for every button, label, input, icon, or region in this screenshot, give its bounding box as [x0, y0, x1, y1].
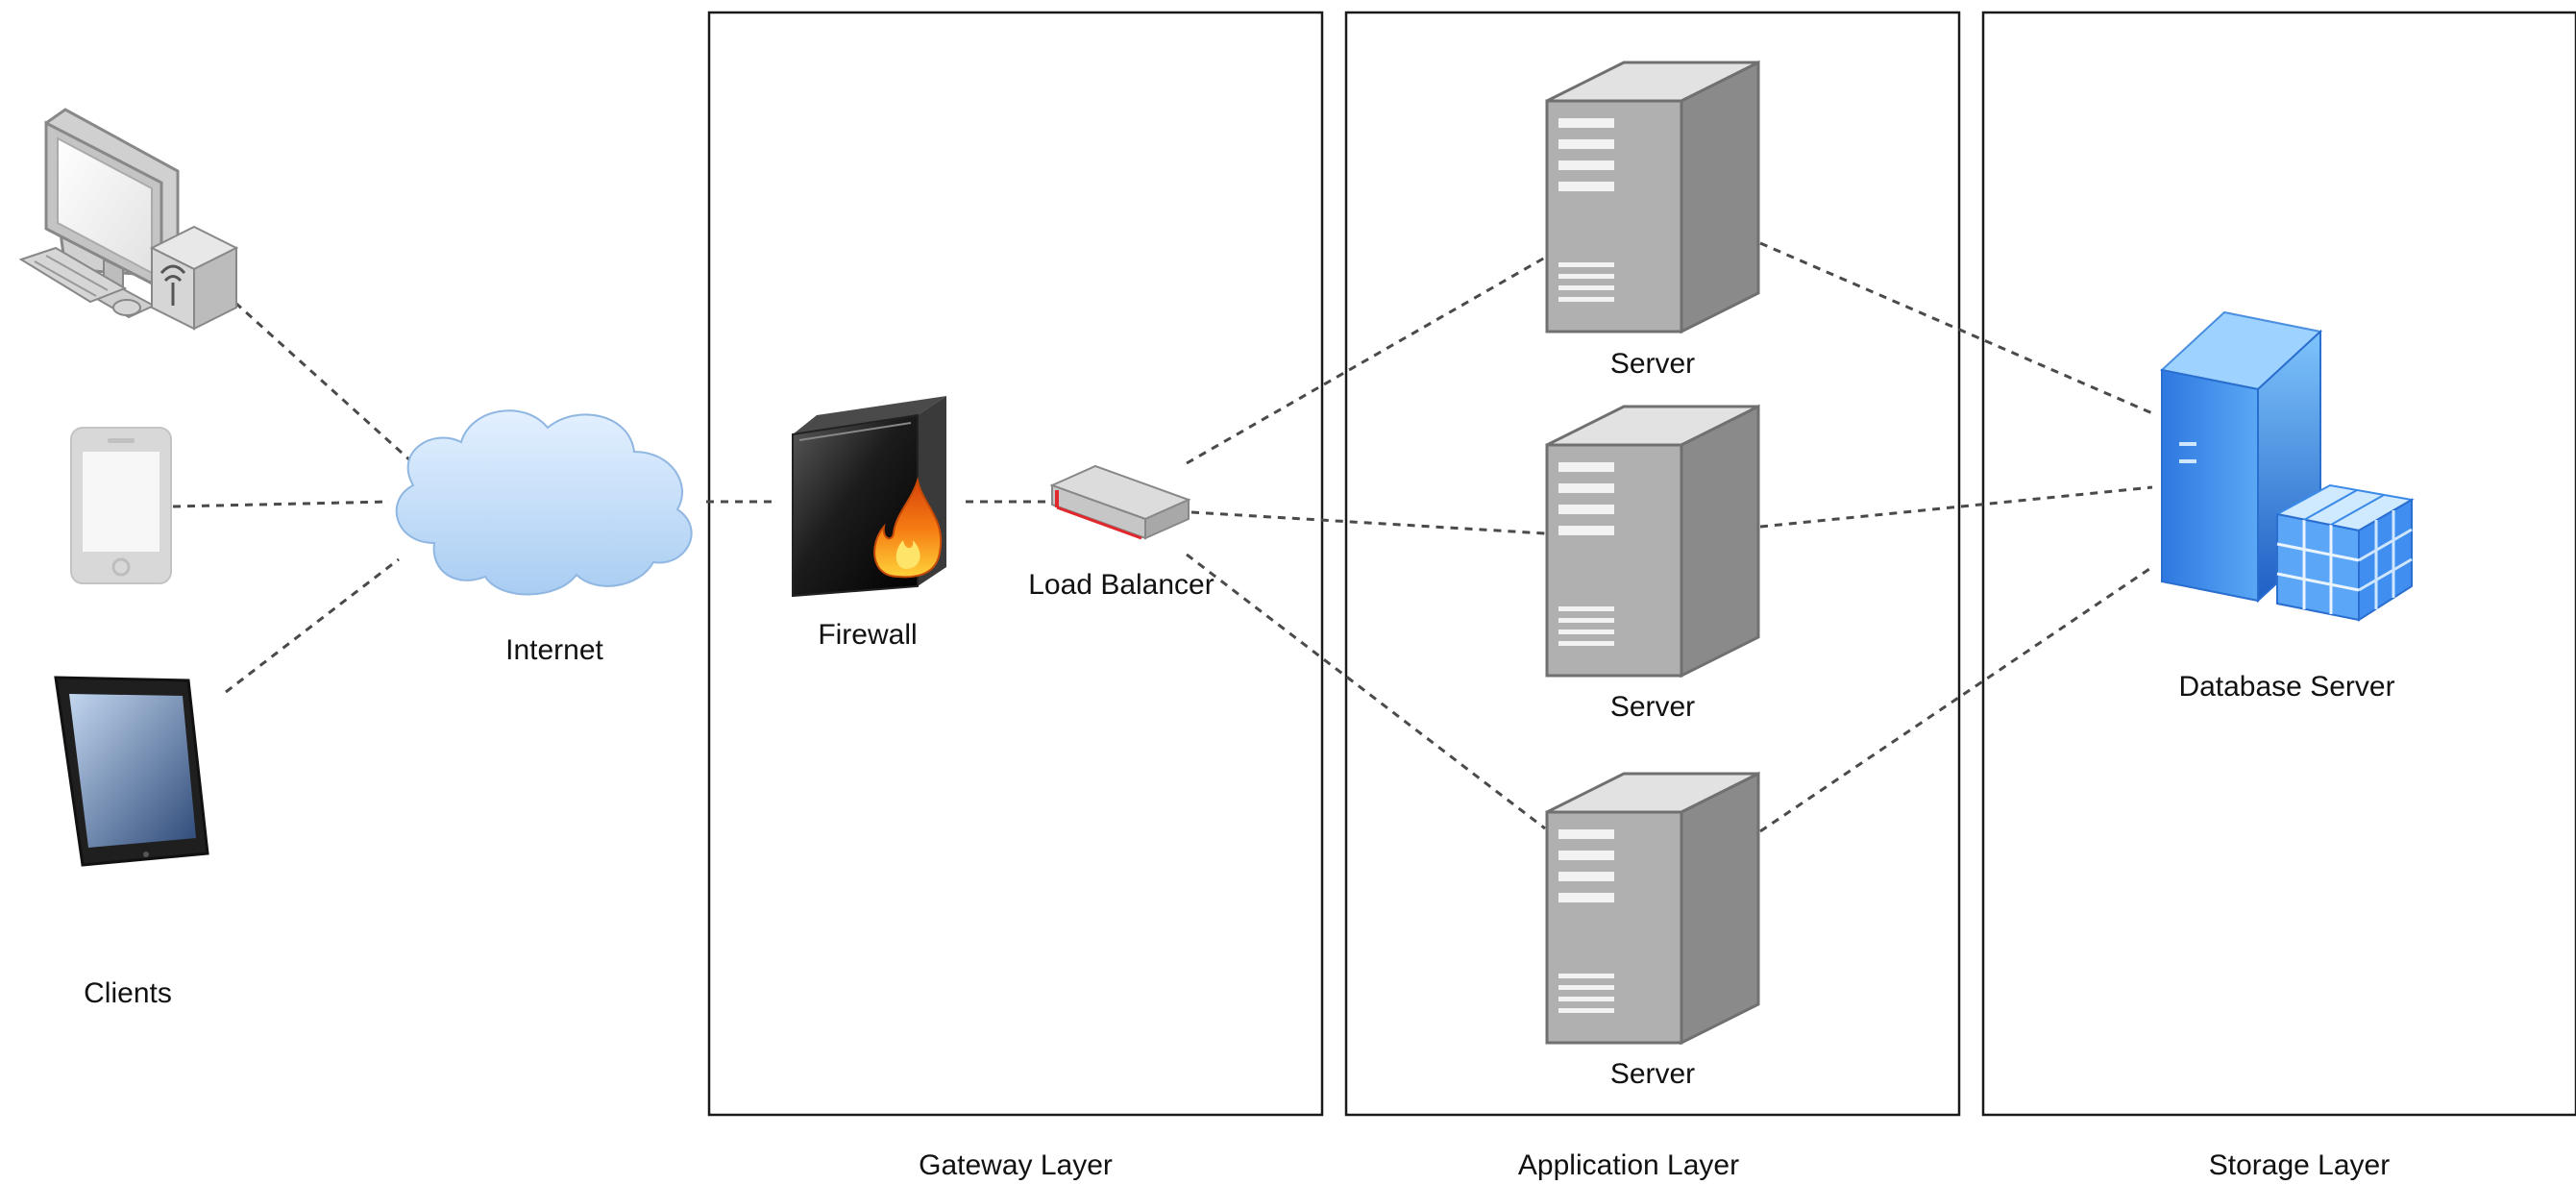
connector-loadbalancer-server3 [1186, 553, 1546, 830]
server-2-icon [1545, 405, 1760, 678]
application-layer-label: Application Layer [1518, 1149, 1739, 1181]
cloud-icon [395, 409, 693, 596]
gateway-layer-box [707, 11, 1324, 1117]
smartphone-icon [70, 427, 172, 584]
firewall-label: Firewall [818, 619, 917, 651]
firewall-icon [792, 396, 946, 598]
database-server-label: Database Server [2178, 671, 2394, 703]
application-layer-box [1344, 11, 1961, 1117]
storage-layer-box [1981, 11, 2576, 1117]
connector-server2-database [1759, 485, 2153, 529]
connector-loadbalancer-server2 [1190, 510, 1546, 535]
load-balancer-icon [1049, 464, 1191, 540]
server-1-label: Server [1610, 348, 1695, 380]
server-1-icon [1545, 61, 1760, 333]
connectors [172, 241, 2153, 833]
connector-smartphone-internet [172, 500, 390, 508]
server-3-label: Server [1610, 1058, 1695, 1090]
tablet-icon [54, 676, 209, 867]
load-balancer-label: Load Balancer [1028, 569, 1214, 601]
connector-server1-database [1759, 241, 2153, 415]
connector-loadbalancer-server1 [1186, 256, 1546, 465]
connector-tablet-internet [225, 557, 400, 694]
connector-server3-database [1759, 565, 2153, 833]
database-cube-icon [2274, 483, 2415, 622]
connector-desktop-internet [233, 301, 413, 463]
clients-label: Clients [84, 977, 172, 1009]
server-2-label: Server [1610, 691, 1695, 723]
storage-layer-label: Storage Layer [2209, 1149, 2390, 1181]
server-3-icon [1545, 772, 1760, 1045]
desktop-computer-icon [18, 108, 239, 331]
gateway-layer-label: Gateway Layer [919, 1149, 1113, 1181]
internet-label: Internet [505, 634, 603, 666]
database-server-icon [2159, 310, 2415, 622]
